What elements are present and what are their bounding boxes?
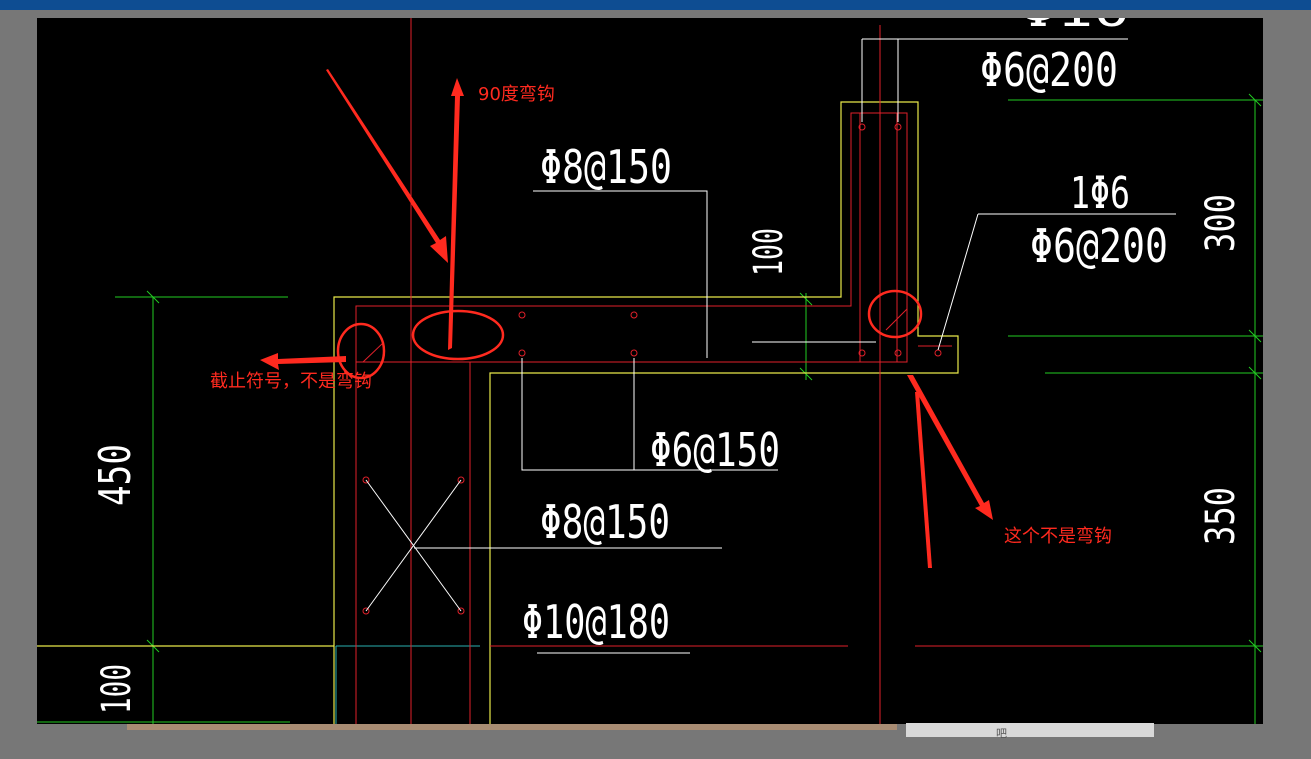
label-stirrup: Φ6@150: [650, 423, 780, 477]
annotation-hook-90: 90度弯钩: [478, 84, 555, 105]
arrow-not-hook-tail: [915, 392, 932, 568]
arrow-90-hook: [448, 78, 464, 350]
cyan-lines: [335, 645, 480, 724]
cad-drawing-viewer[interactable]: Φ10 Φ6@200 Φ8@150 100 1Φ6 Φ6@200 300 450…: [37, 18, 1263, 724]
annotation-not-hook: 这个不是弯钩: [1004, 526, 1112, 547]
arrow-not-hook: [907, 375, 993, 520]
annotation-cut-symbol: 截止符号，不是弯钩: [210, 371, 372, 392]
label-dim-350: 350: [1198, 487, 1244, 545]
concrete-outline: [37, 101, 959, 724]
cad-drawing-canvas: Φ10 Φ6@200 Φ8@150 100 1Φ6 Φ6@200 300 450…: [37, 18, 1263, 724]
markup-texts: 90度弯钩 截止符号，不是弯钩 这个不是弯钩: [210, 84, 1112, 547]
rebar-dots: [362, 123, 942, 615]
markup-arrows: [260, 69, 993, 568]
leader-lines: [365, 38, 1176, 654]
label-top-rebar: Φ6@200: [980, 43, 1118, 97]
hook-ellipse: [411, 309, 505, 361]
reply-box-text: 吧: [996, 727, 1007, 740]
right-ellipse: [867, 289, 923, 339]
cut-ellipse: [336, 322, 386, 380]
label-top-cut: Φ10: [1020, 18, 1130, 36]
markup-ellipses: [336, 289, 923, 380]
background-strip: [127, 724, 897, 730]
label-column-rebar: Φ8@150: [540, 495, 670, 549]
label-dim-100-bottom: 100: [94, 664, 140, 714]
label-dim-300: 300: [1198, 194, 1244, 252]
label-right-rebar-spacing: Φ6@200: [1030, 219, 1168, 273]
rebar-lines: [355, 18, 1090, 724]
arrow-cut-symbol: [260, 353, 346, 370]
arrow-diagonal: [326, 69, 448, 263]
label-right-rebar-count: 1Φ6: [1070, 168, 1130, 219]
reply-box: [906, 723, 1154, 737]
cad-labels: Φ10 Φ6@200 Φ8@150 100 1Φ6 Φ6@200 300 450…: [90, 18, 1244, 714]
window-title-bar: [0, 0, 1311, 10]
label-column-rebar-2: Φ10@180: [522, 595, 670, 649]
label-dim-100-mid: 100: [746, 228, 792, 276]
label-beam-rebar-top: Φ8@150: [540, 140, 672, 194]
label-dim-450: 450: [90, 444, 141, 506]
